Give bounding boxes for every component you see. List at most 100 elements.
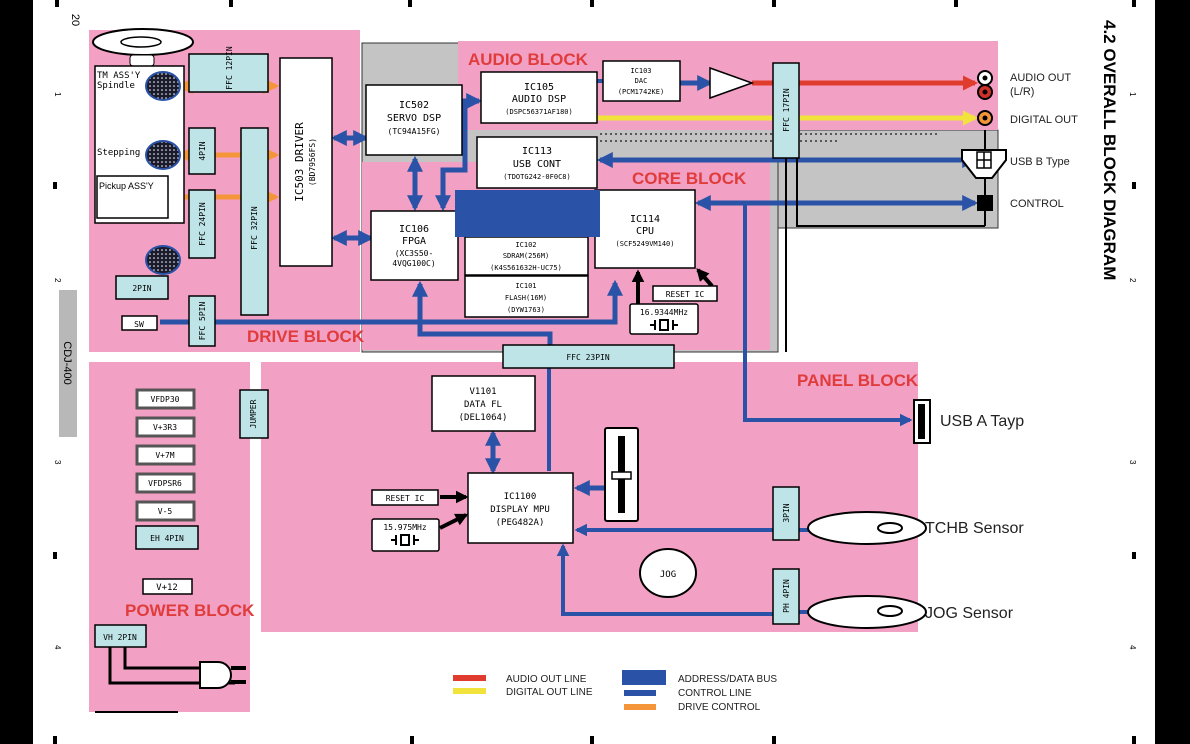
ffc-32pin-label: FFC 32PIN <box>250 206 259 250</box>
tchb-sensor-label: TCHB Sensor <box>925 520 1024 537</box>
margin-numbers: 1 2 3 4 1 2 3 4 <box>53 92 1137 650</box>
legend-swatch-audio <box>453 675 486 681</box>
4pin-connector <box>188 127 216 175</box>
ic101-part: (DYW1763) <box>507 306 545 314</box>
v1101-box <box>431 375 536 432</box>
ic106-ref: IC106 <box>399 224 429 235</box>
panel-block-label: PANEL BLOCK <box>797 371 919 390</box>
slider-knob <box>611 471 632 480</box>
ffc23-fpga-line <box>411 280 553 345</box>
fpga-audio-link <box>434 92 483 212</box>
ic103-box <box>602 60 681 102</box>
power-plug-icon <box>199 661 232 689</box>
disc-icon <box>92 28 194 56</box>
drive-connectors <box>115 53 269 347</box>
legend-label: ADDRESS/DATA BUS <box>678 674 777 685</box>
ic503-label: IC503 DRIVER <box>293 122 306 202</box>
audio-block-label: AUDIO BLOCK <box>468 50 589 69</box>
sw-label: SW <box>134 320 144 329</box>
model-tab <box>59 290 77 437</box>
ic101-func: FLASH(16M) <box>505 294 547 302</box>
tchb-sensor-icon <box>807 511 927 545</box>
ph-4pin-label: PH 4PIN <box>782 579 791 613</box>
loading-motor-icon <box>145 245 181 275</box>
v12-label: V+12 <box>156 583 178 593</box>
audio-out-label: AUDIO OUT <box>1010 72 1071 84</box>
margin-number: 3 <box>1128 460 1137 465</box>
margin-number: 1 <box>1128 92 1137 97</box>
panel-reset-ic-box <box>371 489 439 506</box>
sw-box <box>121 315 158 331</box>
vh-2pin-connector <box>94 624 147 648</box>
jack-center <box>982 89 988 95</box>
ic106-box <box>370 210 459 281</box>
ic105-ref: IC105 <box>524 82 554 93</box>
2pin-label: 2PIN <box>132 284 151 293</box>
drive-block-label: DRIVE BLOCK <box>247 327 365 346</box>
legend: AUDIO OUT LINE DIGITAL OUT LINE ADDRESS/… <box>453 670 777 713</box>
legend-swatch-digital <box>453 688 486 694</box>
margin-number: 4 <box>53 645 62 650</box>
sw-line <box>160 279 624 325</box>
ic101-box <box>464 275 589 318</box>
ic502-part: (TC94A15FG) <box>388 127 441 136</box>
ic114-ref: IC114 <box>630 214 660 225</box>
ffc-5pin-label: FFC 5PIN <box>198 302 207 341</box>
usb-b-label: USB B Type <box>1010 156 1070 168</box>
vh-2pin-label: VH 2PIN <box>103 633 137 642</box>
crystal-icon <box>650 319 678 331</box>
panel-crystal-arrow <box>439 513 469 530</box>
diagram-title: 4.2 OVERALL BLOCK DIAGRAM <box>1100 20 1119 280</box>
power-rail-label: VFDP30 <box>151 395 180 404</box>
power-rail-label: V-5 <box>158 507 173 516</box>
usb-b-connector-icon <box>961 149 1007 179</box>
legend-label: DIGITAL OUT LINE <box>506 687 593 698</box>
disc-hub-icon <box>120 36 162 48</box>
power-block-label: POWER BLOCK <box>125 601 255 620</box>
ic502-ref: IC502 <box>399 100 429 111</box>
ic502-box <box>365 84 463 156</box>
ic106-part-2: 4VQG100C) <box>392 259 435 268</box>
margin-number: 4 <box>1128 645 1137 650</box>
3pin-label: 3PIN <box>782 503 791 522</box>
v1101-ref: V1101 <box>469 387 496 397</box>
stepping-label: Stepping <box>97 148 140 158</box>
jack-center <box>982 75 988 81</box>
stepping-motor-icon <box>145 140 181 170</box>
jog-label: JOG <box>660 570 676 580</box>
ic503-part: (BD7956FS) <box>308 138 317 186</box>
core-reset-ic-box <box>652 285 718 302</box>
control-connector-icon <box>977 195 993 211</box>
ic113-box <box>476 136 598 189</box>
4pin-label: 4PIN <box>198 141 207 160</box>
ic1100-ref: IC1100 <box>504 492 537 502</box>
power-rail-v3r3 <box>135 416 196 438</box>
amplifier-icon <box>709 66 755 100</box>
ic114-part: (SCF5249VM140) <box>615 240 674 248</box>
jumper-label: JUMPER <box>249 399 258 428</box>
ic1100-func: DISPLAY MPU <box>490 505 550 515</box>
pickup-assy-box <box>96 175 169 219</box>
audio-out-lr-label: (L/R) <box>1010 86 1034 98</box>
gray-area-right <box>777 129 999 229</box>
core-reset-arrow <box>696 268 714 288</box>
control-label: CONTROL <box>1010 198 1064 210</box>
ic105-part: (DSPC56371AF180) <box>505 108 572 116</box>
margin-number: 2 <box>1128 278 1137 283</box>
jog-sensor-icon <box>807 595 927 629</box>
ic101-ref: IC101 <box>515 282 536 290</box>
power-rail-label: VFDPSR6 <box>148 479 182 488</box>
ic502-func: SERVO DSP <box>387 113 441 124</box>
plug-prongs <box>231 666 246 684</box>
power-rail-vfdp30 <box>135 388 196 410</box>
v1101-func: DATA FL <box>464 400 502 410</box>
power-rail-label: V+3R3 <box>153 423 177 432</box>
usb-a-label: USB A Tayp <box>940 413 1024 430</box>
ic102-box <box>464 236 589 276</box>
legend-label: DRIVE CONTROL <box>678 702 761 713</box>
ic103-func: DAC <box>635 77 648 85</box>
eh-4pin-label: EH 4PIN <box>150 534 184 543</box>
core-reset-ic-label: RESET IC <box>666 290 705 299</box>
